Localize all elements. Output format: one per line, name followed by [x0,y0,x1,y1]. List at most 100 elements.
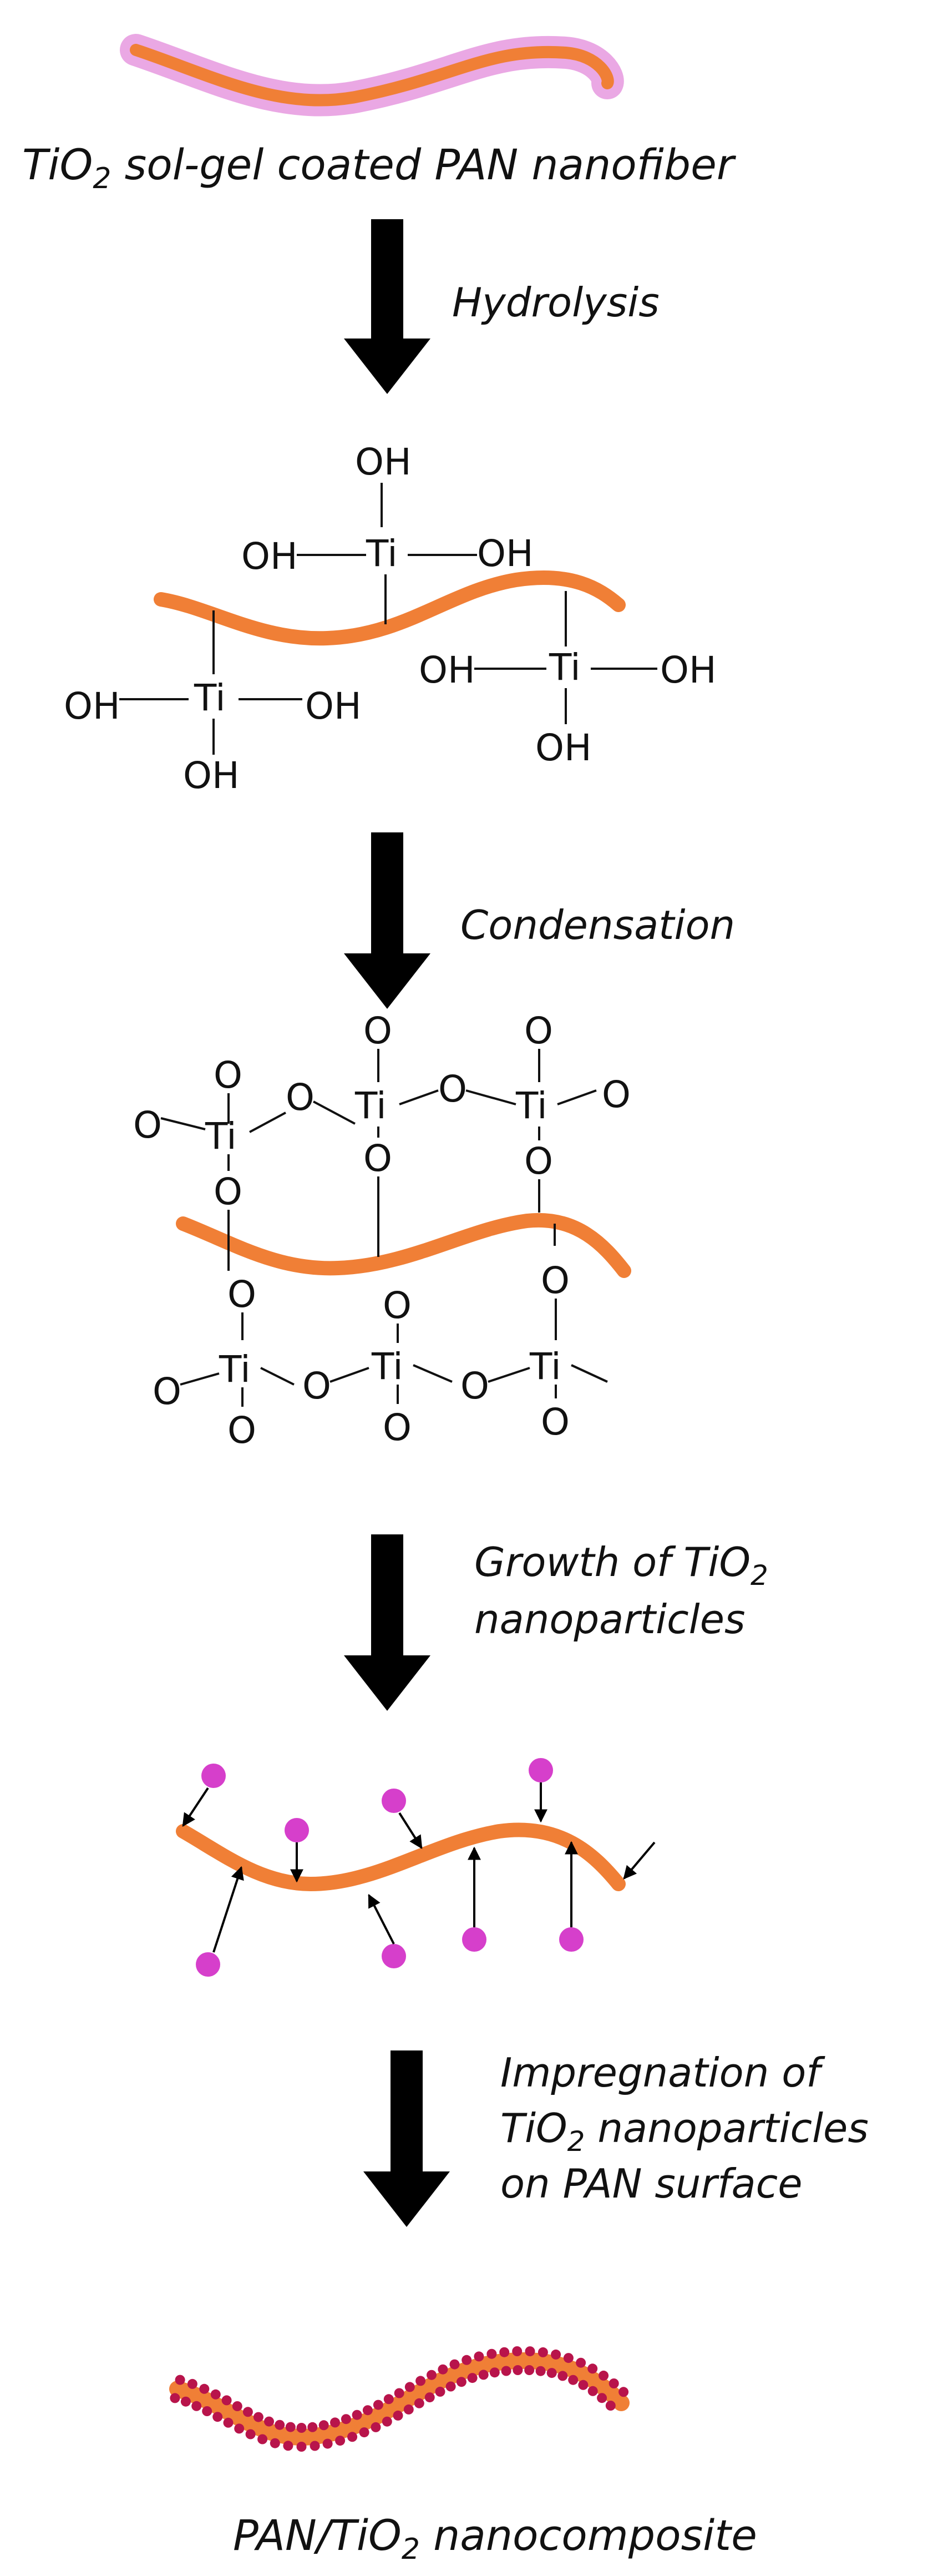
impregnated-particle [341,2414,351,2425]
impregnated-particle [212,2412,223,2422]
impregnated-particle [449,2359,460,2370]
svg-text:O: O [383,1406,412,1449]
impregnated-particle [307,2422,318,2432]
svg-text:O: O [227,1409,256,1452]
impregnated-particle [462,2355,472,2365]
impregnated-particle [618,2387,629,2397]
impregnated-particle [199,2383,210,2394]
tio2-particle [285,1818,309,1842]
svg-text:OH: OH [183,754,240,797]
svg-text:O: O [286,1076,315,1119]
svg-text:Ti: Ti [515,1084,547,1127]
impregnated-nanoparticles [170,2346,629,2452]
impregnated-particle [234,2423,245,2434]
impregnated-particle [513,2365,523,2375]
impregnated-particle [445,2381,456,2392]
impregnated-particle [587,2363,598,2374]
svg-text:OH: OH [660,649,717,691]
impregnated-particle [347,2432,358,2442]
svg-text:OH: OH [305,685,362,728]
impregnated-particle [597,2393,607,2403]
growth-label-line1: Growth of TiO2 [474,1539,768,1592]
svg-text:Ti: Ti [219,1348,251,1391]
svg-text:O: O [133,1104,162,1146]
deposition-arrow [212,1866,244,1953]
impregnated-particle [382,2416,392,2427]
impregnated-particle [202,2406,212,2416]
impregnated-particle [187,2378,197,2389]
svg-text:OH: OH [241,535,298,578]
impregnated-particle [352,2410,362,2420]
growth-label-line2: nanoparticles [474,1596,746,1643]
svg-text:O: O [524,1009,553,1052]
impregnated-particle [605,2401,616,2411]
tio2-particle [462,1927,486,1952]
impregnated-particle [587,2386,598,2396]
impregnated-particle [253,2412,263,2422]
fiber-condensation [176,1213,631,1278]
tio2-particle [382,1944,406,1968]
impregnated-particle [310,2441,320,2451]
svg-text:O: O [302,1365,331,1407]
impregnated-particle [393,2410,403,2421]
impregnated-particle [576,2357,586,2368]
tio2-particle [559,1927,584,1952]
fiber-growth [176,1822,626,1892]
impregnated-particle [438,2364,448,2375]
impregnated-particle [424,2392,435,2403]
coated-pan-nanofiber [120,34,624,117]
composite-title: PAN/TiO2 nanocomposite [233,2511,757,2566]
svg-text:O: O [214,1054,242,1097]
svg-text:O: O [214,1170,242,1213]
impregnated-particle [578,2380,589,2390]
deposition-arrow [398,1812,423,1850]
impregnated-particle [563,2353,574,2363]
svg-text:O: O [153,1370,181,1413]
svg-text:OH: OH [419,649,475,691]
svg-text:O: O [602,1073,631,1116]
tio2-particle [201,1764,226,1788]
impregnated-particle [335,2436,346,2446]
svg-text:Ti: Ti [549,646,581,689]
svg-text:O: O [541,1259,570,1302]
svg-text:Ti: Ti [354,1084,387,1127]
impregnated-particle [394,2388,404,2398]
ti-oh-group-top: OH OH Ti OH [241,441,534,624]
impregnated-particle [283,2441,293,2451]
svg-text:O: O [363,1137,392,1180]
impregnated-particle [512,2346,523,2356]
tio2-particle [382,1789,406,1813]
deposition-arrow [182,1787,209,1827]
impregnated-particle [524,2365,535,2375]
particle-growth-stage [176,1758,656,1977]
impregnated-particle [478,2370,489,2380]
impregnated-particle [285,2422,296,2432]
impregnated-particle [403,2404,414,2415]
impregnated-particle [322,2438,333,2449]
impregnated-particle [264,2416,274,2427]
svg-text:O: O [460,1365,489,1407]
impregnated-particle [538,2347,548,2357]
hydrolyzed-structure: OH OH Ti OH OH Ti OH OH OH Ti O [64,441,717,797]
impregnated-particle [435,2386,445,2397]
impregnated-particle [535,2366,546,2376]
impregnation-label-line2: TiO2 nanoparticles [500,2105,869,2158]
impregnated-particle [359,2427,369,2438]
impregnated-particle [232,2401,242,2411]
svg-text:Ti: Ti [529,1345,561,1388]
svg-text:O: O [363,1009,392,1052]
svg-text:O: O [383,1284,412,1327]
impregnated-particle [546,2368,557,2378]
impregnated-particle [175,2375,185,2385]
tio2-particle [196,1952,220,1977]
svg-text:OH: OH [355,441,412,483]
svg-text:Ti: Ti [371,1345,403,1388]
svg-text:O: O [438,1068,467,1110]
hydrolysis-label: Hydrolysis [452,279,660,326]
impregnated-particle [551,2349,561,2360]
impregnated-particle [242,2407,253,2417]
impregnated-particle [270,2438,280,2448]
impregnated-particle [373,2400,383,2410]
svg-text:O: O [524,1140,553,1183]
svg-text:OH: OH [535,726,592,769]
